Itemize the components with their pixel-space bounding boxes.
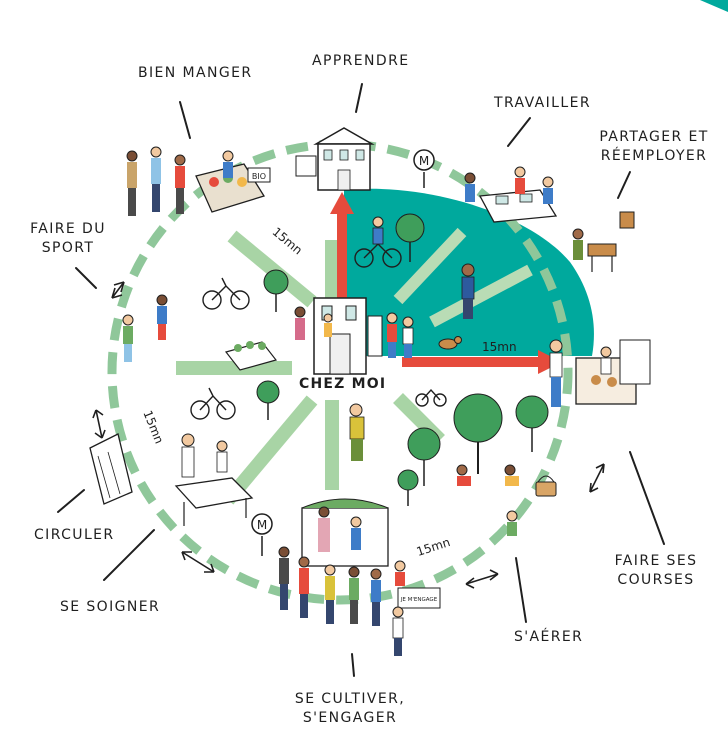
person-icon <box>372 216 384 245</box>
label-bien-manger: BIEN MANGER <box>138 65 253 81</box>
picnic-basket <box>535 475 557 497</box>
label-partager-line2: RÉEMPLOYER <box>600 148 708 164</box>
trees <box>256 213 549 506</box>
label-sport-line2: SPORT <box>41 240 95 256</box>
person-icon <box>504 464 519 486</box>
label-faire-du-sport: FAIRE DU SPORT <box>22 220 114 258</box>
double-arrows <box>92 281 605 589</box>
person-icon <box>278 546 290 610</box>
bio-sign: BIO <box>252 172 266 181</box>
person-icon <box>572 228 584 260</box>
tree-icon <box>453 393 503 474</box>
person-icon <box>600 346 612 375</box>
school-building <box>295 127 375 191</box>
person-icon <box>370 568 382 626</box>
corner-accent <box>700 0 728 12</box>
person-icon <box>350 516 362 550</box>
person-icon <box>349 403 365 461</box>
person-icon <box>394 560 406 586</box>
person-icon <box>122 314 134 362</box>
repair-bench <box>587 211 635 272</box>
person-icon <box>150 146 162 212</box>
person-icon <box>156 294 168 340</box>
tree-icon <box>407 427 441 486</box>
path-nw <box>227 230 317 308</box>
person-icon <box>549 339 563 407</box>
label-culture-line1: SE CULTIVER, <box>294 691 406 707</box>
garden-planter <box>224 341 278 371</box>
path-sw <box>222 395 318 505</box>
path-ne <box>393 227 467 305</box>
person-icon <box>324 564 336 624</box>
label-travailler: TRAVAILLER <box>494 95 591 111</box>
arrow-right-shaft <box>402 357 540 367</box>
person-icon <box>174 154 186 214</box>
person-icon <box>318 506 330 552</box>
label-se-cultiver: SE CULTIVER, S'ENGAGER <box>268 690 432 728</box>
arrow-up-shaft <box>337 212 347 350</box>
bus-shelter <box>89 433 133 505</box>
tree-icon <box>515 395 549 452</box>
person-icon <box>298 556 310 618</box>
person-icon <box>542 176 554 204</box>
person-icon <box>348 566 360 624</box>
teal-paths <box>393 227 533 328</box>
arrow-up-head <box>330 192 354 214</box>
distance-label-east: 15mn <box>482 340 517 354</box>
label-apprendre: APPRENDRE <box>312 53 410 69</box>
person-icon <box>222 150 234 178</box>
person-icon <box>216 440 228 473</box>
people <box>122 146 612 656</box>
label-partager-line1: PARTAGER ET <box>599 129 709 145</box>
label-sport-line1: FAIRE DU <box>30 221 106 237</box>
tree-icon <box>397 469 419 506</box>
tree-icon <box>395 213 425 262</box>
tree-icon <box>256 380 280 420</box>
label-se-soigner: SE SOIGNER <box>60 599 161 615</box>
center-label-chez-moi: CHEZ MOI <box>296 376 390 392</box>
person-icon <box>402 316 414 358</box>
person-icon <box>181 433 195 478</box>
volunteer-sign: JE M'ENGAGE <box>400 597 438 603</box>
bicycle-icon <box>415 388 447 407</box>
person-icon <box>514 166 526 194</box>
metro-letter: M <box>419 154 429 168</box>
bicycle-icon <box>190 387 236 420</box>
label-pointers <box>57 83 665 677</box>
path-ene <box>429 264 533 328</box>
person-icon <box>126 150 138 216</box>
metro-letter: M <box>257 518 267 532</box>
tree-icon <box>263 269 289 312</box>
label-s-aerer: S'AÉRER <box>514 629 584 645</box>
person-icon <box>323 313 333 337</box>
label-circuler: CIRCULER <box>34 527 115 543</box>
label-courses-line1: FAIRE SES <box>614 553 698 569</box>
label-courses-line2: COURSES <box>617 572 695 588</box>
person-icon <box>461 263 475 319</box>
home-building <box>313 297 383 375</box>
label-culture-line2: S'ENGAGER <box>302 710 398 726</box>
person-icon <box>464 172 476 202</box>
person-icon <box>506 510 518 536</box>
label-partager: PARTAGER ET RÉEMPLOYER <box>598 128 710 166</box>
person-icon <box>456 464 471 486</box>
person-icon <box>294 306 306 340</box>
bicycle-icon <box>202 277 250 310</box>
person-icon <box>392 606 404 656</box>
person-icon <box>386 312 398 358</box>
metro-sign-south: M <box>251 513 273 556</box>
dog-icon <box>438 336 462 350</box>
clinic-desk <box>174 477 254 526</box>
culture-stage: JE M'ENGAGE <box>301 498 441 609</box>
label-faire-ses-courses: FAIRE SES COURSES <box>600 552 712 590</box>
metro-sign-north: M <box>413 149 435 188</box>
